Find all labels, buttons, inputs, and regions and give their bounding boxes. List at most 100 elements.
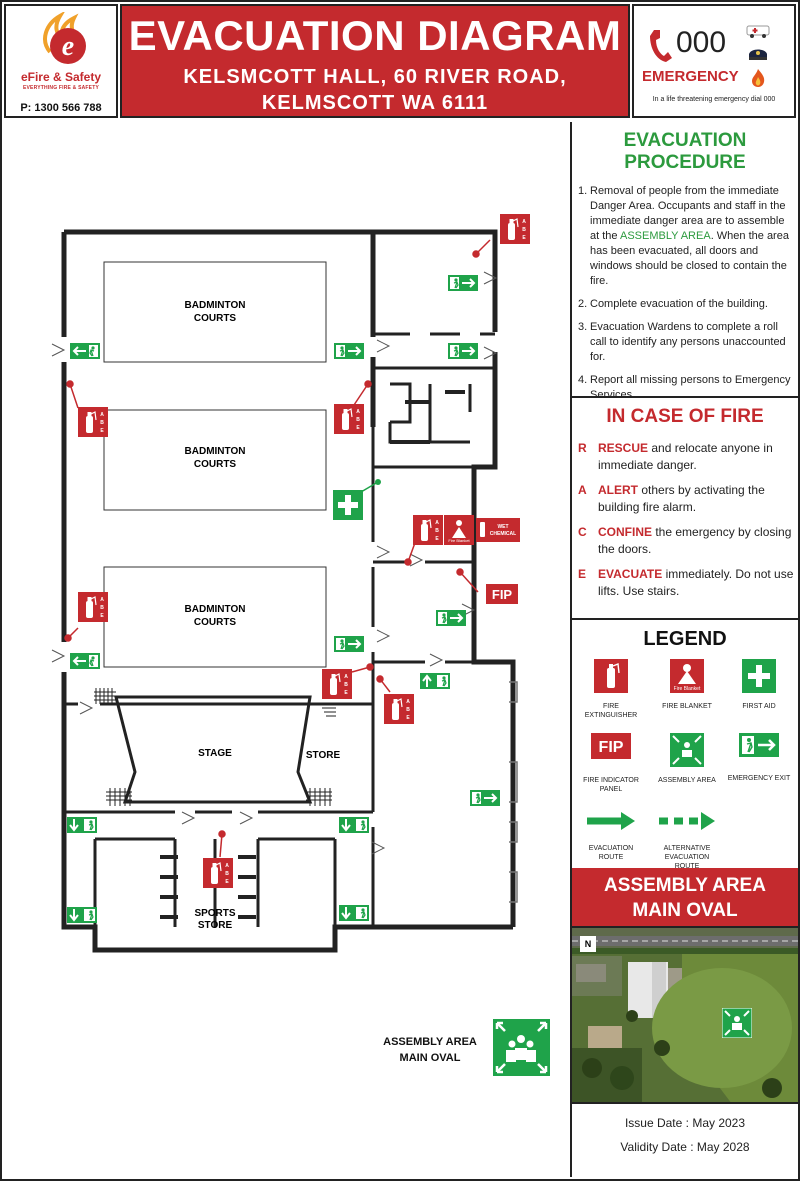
procedure-step: 4.Report all missing persons to Emergenc… [578,374,791,401]
court-3-label-1: BADMINTON [185,604,246,615]
north-indicator: N [580,936,596,952]
fire-blanket-icon [444,515,474,545]
extinguisher-pins [64,239,491,858]
assembly-heading-line-1: ASSEMBLY AREA [604,875,766,896]
exit-sign-icon [338,816,370,834]
first-aid-icon [742,659,776,693]
exit-sign-icon [69,652,101,670]
legend-fip-label: FIRE INDICATOR PANEL [583,777,639,793]
wet-chemical-bottle-icon [480,522,485,537]
fire-blanket-text: Fire Blanket [448,538,470,543]
brand-logo: e eFire & Safety EVERYTHING FIRE & SAFET… [4,4,118,118]
evacuation-route-arrow-icon [587,812,635,830]
fire-blanket-icon: Fire Blanket [670,659,704,693]
plan-assembly-label: ASSEMBLY AREA MAIN OVAL [370,1034,490,1066]
extinguisher-icon [321,668,353,700]
validity-date: Validity Date : May 2028 [620,1140,750,1154]
title-banner: EVACUATION DIAGRAM KELSMCOTT HALL, 60 RI… [120,4,630,118]
legend-first-aid: FIRST AID [724,659,794,711]
assembly-area-highlight: ASSEMBLY AREA [619,230,711,242]
legend-route-label: EVACUATION ROUTE [588,845,634,861]
first-aid-icon [333,479,381,520]
court-2 [103,409,327,511]
shelves [160,390,465,919]
sports-store-label-2: STORE [198,920,233,931]
exit-sign-icon [469,789,501,807]
court-1-label-1: BADMINTON [185,300,246,311]
court-1-label-2: COURTS [194,313,237,324]
exit-sign-icon [69,342,101,360]
emergency-box: 000 EMERGENCY In a life threatening emer… [632,4,796,118]
alternative-route-arrow-icon [659,812,715,830]
stairs [94,688,336,806]
extinguisher-icon [412,514,444,546]
legend-title: LEGEND [643,628,727,650]
exit-sign-icon [66,816,98,834]
assembly-area-icon [670,733,704,767]
wet-chemical-label-2: CHEMICAL [490,531,516,537]
plan-assembly-label-2: MAIN OVAL [399,1052,461,1064]
court-3-label-2: COURTS [194,617,237,628]
aerial-map-image [572,928,798,1102]
legend-extinguisher: FIRE EXTINGUISHER [576,659,646,720]
extinguisher-icon [77,406,109,438]
exit-sign-icon [435,609,467,627]
police-icon [749,49,767,60]
exit-sign-icon [739,733,779,757]
legend-exit-label: EMERGENCY EXIT [727,775,791,782]
plan-assembly-label-1: ASSEMBLY AREA [383,1036,477,1048]
extinguisher-icon [202,857,234,889]
fire-indicator-panel-icon [486,584,518,604]
brand-tagline: EVERYTHING FIRE & SAFETY [22,85,99,91]
extinguisher-icon [77,591,109,623]
svg-text:e: e [62,31,74,62]
legend-blanket: Fire Blanket FIRE BLANKET [652,659,722,711]
procedure-step: 3.Evacuation Wardens to complete a roll … [578,321,786,363]
floor-plan: A B E [0,122,570,1177]
procedure-list: 1.Removal of people from the immediate D… [572,174,798,403]
sports-store-label-1: SPORTS [194,908,235,919]
phone-icon [650,30,672,62]
legend-first-aid-label: FIRST AID [742,703,776,710]
assembly-heading-line-2: MAIN OVAL [632,900,738,921]
flame-logo-icon: e [43,12,86,64]
wet-chemical-label-1: WET [497,524,508,530]
ambulance-icon [746,25,770,38]
extinguisher-icon [594,659,628,693]
legend-fip: FIP FIRE INDICATOR PANEL [576,733,646,794]
floor-plan-drawing: A B E [51,213,550,1076]
brand-phone: P: 1300 566 788 [20,102,102,114]
fire-indicator-panel-icon: FIP [591,733,631,759]
court-1 [103,261,327,363]
legend-blanket-text: Fire Blanket [674,686,701,692]
stage-label: STAGE [198,748,232,759]
legend-exit: EMERGENCY EXIT [724,733,794,783]
building-walls [61,229,516,953]
brand-name: eFire & Safety [20,70,102,84]
procedure-title: EVACUATION PROCEDURE [623,130,747,173]
assembly-area-map: N [572,928,798,1104]
exit-sign-icon [338,904,370,922]
legend-alt-route: ALTERNATIVE EVACUATION ROUTE [652,811,722,871]
extinguisher-icon [333,403,365,435]
issue-date: Issue Date : May 2023 [624,1116,746,1130]
windows [509,681,518,903]
store-label: STORE [306,750,341,761]
legend-extinguisher-label: FIRE EXTINGUISHER [584,703,638,719]
court-2-label-2: COURTS [194,459,237,470]
fire-title: IN CASE OF FIRE [606,406,764,427]
assembly-area-icon [493,1019,550,1076]
procedure-step: 2.Complete evacuation of the building. [578,298,768,310]
extinguisher-icon [383,693,415,725]
assembly-area-marker-icon [722,1008,752,1038]
interior-walls [64,332,495,927]
info-column: EVACUATION PROCEDURE 1.Removal of people… [570,122,798,1177]
fire-icon [752,69,765,87]
